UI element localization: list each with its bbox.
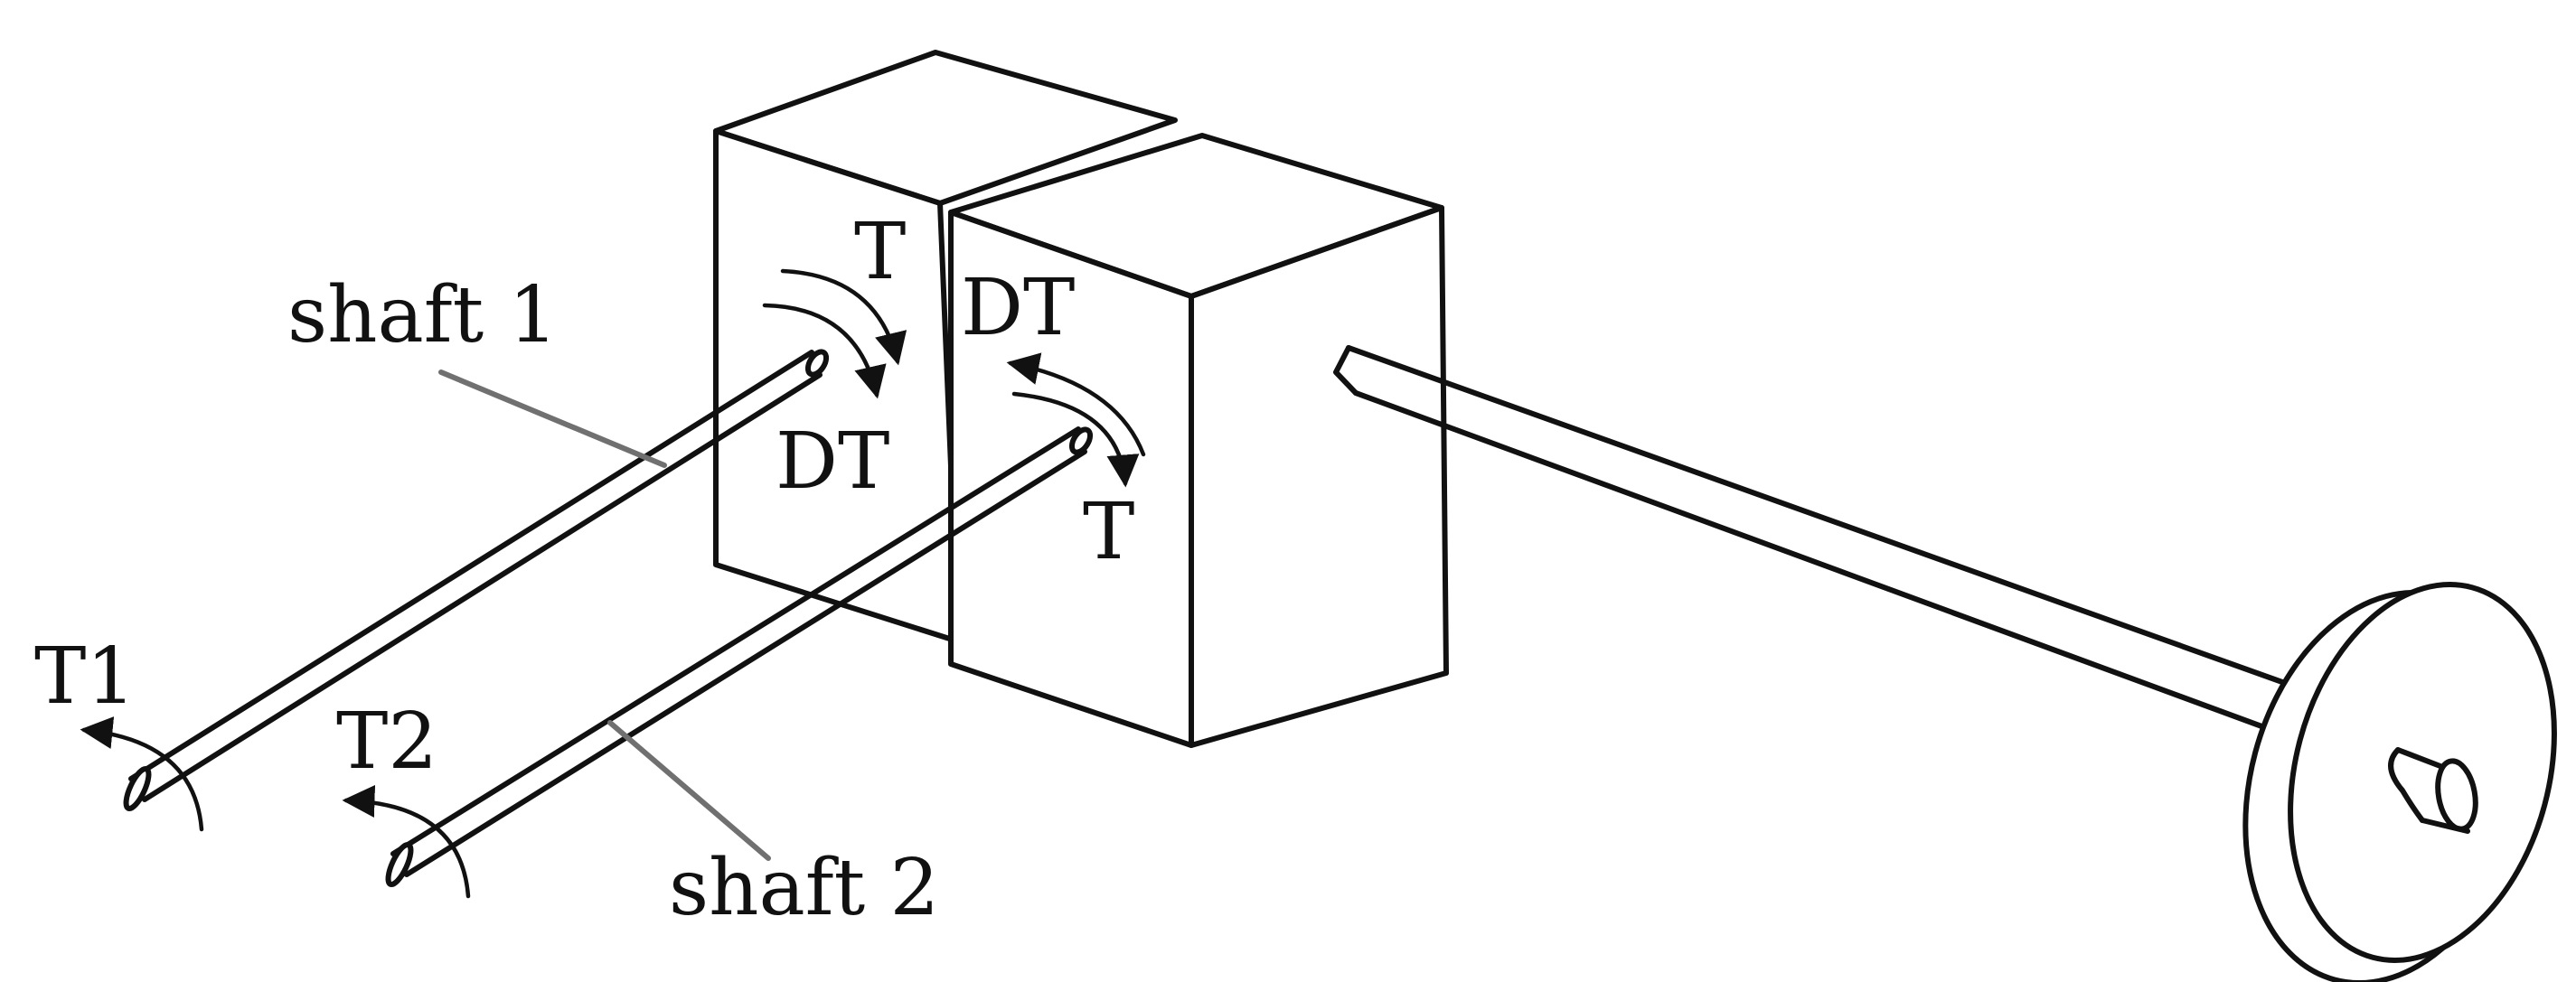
box2-torque-arrow-T xyxy=(1011,391,1140,488)
output-shaft xyxy=(1333,345,2285,730)
box2-DT-label: DT xyxy=(961,263,1075,353)
T2-label: T2 xyxy=(336,697,437,787)
T1-torque-arrow xyxy=(80,716,204,832)
shaft2-leader-line xyxy=(607,720,771,861)
T2-torque-arrow xyxy=(342,785,471,899)
shaft-1 xyxy=(123,349,830,812)
box1-torque-arrow-T xyxy=(780,268,907,366)
box1-T-label: T xyxy=(854,207,906,297)
wheel xyxy=(2242,582,2557,982)
T1-label: T1 xyxy=(34,631,136,722)
box-2 xyxy=(948,133,1449,748)
shaft-2 xyxy=(385,426,1094,888)
shaft1-label: shaft 1 xyxy=(287,270,558,360)
shaft1-leader-line xyxy=(438,369,667,468)
box1-DT-label: DT xyxy=(776,416,889,507)
box2-T-label: T xyxy=(1083,487,1134,577)
shaft2-label: shaft 2 xyxy=(669,843,939,933)
box2-torque-arrow-DT xyxy=(1006,352,1146,457)
wheel-hub xyxy=(2388,747,2478,834)
box1-torque-arrow-DT xyxy=(762,303,887,399)
